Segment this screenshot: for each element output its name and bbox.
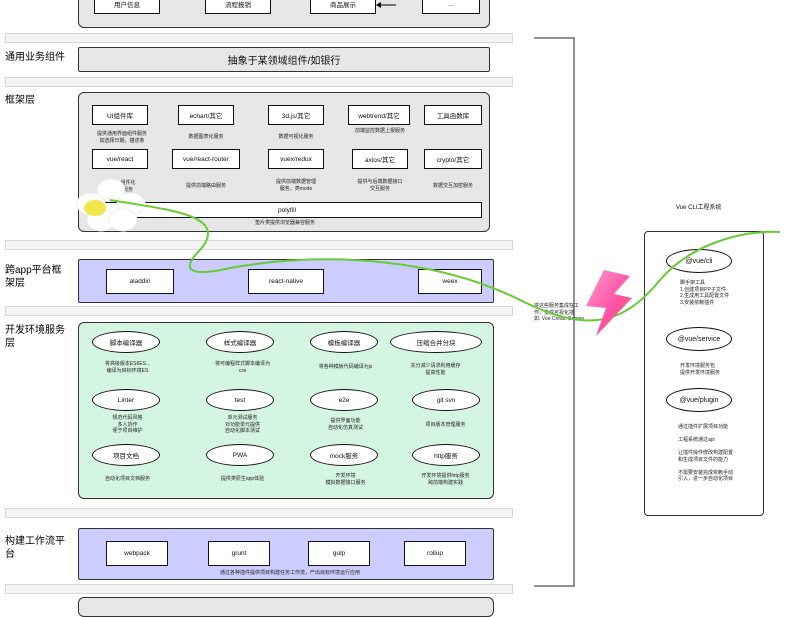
separator bbox=[5, 240, 513, 250]
cli-panel bbox=[644, 231, 764, 516]
top-box-1: 用户信息 bbox=[94, 0, 160, 14]
framework-webtrend: webtrend/其它 bbox=[348, 105, 410, 125]
build-grunt: grunt bbox=[208, 541, 270, 566]
build-webpack: webpack bbox=[106, 541, 168, 566]
devenv-pwa-desc: 提供类原生app体验 bbox=[220, 476, 265, 482]
devenv-docs-desc: 自动化项目文档服务 bbox=[104, 476, 150, 482]
separator bbox=[5, 508, 513, 518]
cli-vue-service: @vue/service bbox=[666, 327, 732, 351]
devenv-e2e: e2e bbox=[310, 389, 378, 411]
framework-vuex: vuex/redux bbox=[268, 149, 324, 169]
business-bar: 抽象于某领域组件/如银行 bbox=[78, 47, 490, 72]
devenv-docs: 项目文档 bbox=[92, 444, 160, 466]
devenv-script-compiler: 脚本编译器 bbox=[92, 331, 160, 353]
framework-polyfill-desc: 垫片类提供浏览器兼容服务 bbox=[254, 220, 315, 226]
layer-label-devenv: 开发环境服务 层 bbox=[5, 325, 65, 349]
cli-vue-plugin-desc: 通过插件扩展项目功能 工程系统通过api 让插件操作修改构建配置 和生成项目文件… bbox=[678, 424, 734, 482]
devenv-compress-desc: 充分减少请求利用缓存 提高性能 bbox=[410, 363, 461, 376]
layer-label-crossapp: 跨app平台框 架层 bbox=[5, 265, 62, 289]
framework-utils: 工具函数库 bbox=[424, 105, 482, 125]
devenv-linter-desc: 规范代码风格 多人协作 便于项目维护 bbox=[112, 415, 143, 434]
build-rollup: rollup bbox=[404, 541, 466, 566]
devenv-mock: mock服务 bbox=[310, 444, 378, 466]
devenv-pwa: PWA bbox=[206, 444, 274, 466]
bottom-panel bbox=[78, 597, 494, 617]
devenv-compress: 压缩合并分块 bbox=[390, 331, 482, 353]
right-bracket bbox=[534, 37, 575, 587]
build-gulp: gulp bbox=[308, 541, 370, 566]
layer-label-business: 通用业务组件 bbox=[5, 52, 65, 63]
green-curve bbox=[109, 199, 781, 322]
separator bbox=[5, 33, 513, 43]
cli-title: Vue CLI工程系统 bbox=[676, 205, 722, 211]
framework-axios-desc: 提供与后端数据接口 交互服务 bbox=[357, 179, 403, 192]
crossapp-react-native: react-native bbox=[248, 269, 324, 294]
arrow-left-icon bbox=[376, 2, 396, 8]
separator bbox=[5, 306, 513, 316]
devenv-e2e-desc: 提供界面功能 自动化仿真测试 bbox=[327, 418, 363, 431]
devenv-test: test bbox=[206, 389, 274, 411]
framework-echart: echart/其它 bbox=[178, 105, 234, 125]
cli-vue-cli-desc: 脚手架工具 1.创建项目PP子文件 2.生成用工具配置文件 3.安装依赖插件 bbox=[680, 280, 730, 306]
layer-label-framework: 框架层 bbox=[5, 95, 35, 106]
separator bbox=[5, 77, 513, 87]
framework-vue-react: vue/react bbox=[92, 149, 148, 169]
devenv-http: http服务 bbox=[412, 444, 480, 466]
cli-vue-cli: @vue/cli bbox=[666, 249, 732, 273]
framework-webtrend-desc: 前端监控数据上报服务 bbox=[354, 128, 405, 134]
framework-crypto-desc: 数据交互加密服务 bbox=[432, 183, 473, 189]
devenv-http-desc: 开发环境提供http服务 跨前端构建实践 bbox=[421, 473, 470, 486]
framework-ui-lib-desc: 提供通用界面组件服务 如选择日期，描述条 bbox=[96, 131, 147, 144]
framework-3djs-desc: 数据可视化服务 bbox=[278, 134, 314, 140]
framework-vue-react-desc: 组件化 服务 bbox=[120, 180, 136, 193]
framework-echart-desc: 数据图表化服务 bbox=[188, 134, 224, 140]
framework-crypto: crypto/其它 bbox=[424, 149, 482, 169]
devenv-test-desc: 单元测试服务 对功能单元提供 自动化脚本测试 bbox=[224, 415, 260, 434]
framework-axios: axios/其它 bbox=[352, 149, 408, 169]
framework-ui-lib: UI组件库 bbox=[92, 105, 148, 125]
devenv-script-compiler-desc: 将高级版本ES6ES... 编译为目标环境ES bbox=[104, 361, 151, 374]
business-bar-text: 抽象于某领域组件/如银行 bbox=[227, 56, 341, 67]
layer-label-build: 构建工作流平 台 bbox=[5, 536, 65, 560]
crossapp-aladdin: aladdin bbox=[106, 269, 174, 294]
separator bbox=[5, 584, 513, 594]
devenv-git-svn: git svn bbox=[412, 389, 480, 411]
devenv-template-compiler: 模板编译器 bbox=[310, 331, 378, 353]
cli-vue-plugin: @vue/plugin bbox=[666, 388, 732, 412]
framework-router-desc: 提供前端路由服务 bbox=[185, 183, 226, 189]
devenv-style-compiler-desc: 将可编程样式脚本编译为 css bbox=[214, 361, 270, 374]
top-box-3: 商品展示 bbox=[310, 0, 376, 14]
devenv-linter: Linter bbox=[92, 389, 160, 411]
cli-vue-service-desc: 开发环境服务包 提供开发环境服务 bbox=[680, 363, 721, 376]
devenv-style-compiler: 样式编译器 bbox=[206, 331, 274, 353]
lightning-bolt-icon bbox=[586, 270, 632, 336]
top-box-2: 流程报销 bbox=[205, 0, 271, 14]
build-desc: 通过各种插件提供项目构建任务工作流，产出目标环境运行应用 bbox=[219, 570, 360, 576]
framework-3djs: 3d.js/其它 bbox=[268, 105, 324, 125]
devenv-template-compiler-desc: 将各种模板代码编译为js bbox=[318, 364, 373, 370]
framework-vuex-desc: 提供前端数据管理 服务，类mode bbox=[275, 179, 316, 192]
framework-router: vue/react-router bbox=[172, 149, 240, 169]
devenv-git-svn-desc: 项目版本管理服务 bbox=[425, 422, 466, 428]
devenv-mock-desc: 开发环境 模拟数据接口服务 bbox=[325, 473, 366, 486]
top-box-4: ... bbox=[422, 0, 480, 14]
